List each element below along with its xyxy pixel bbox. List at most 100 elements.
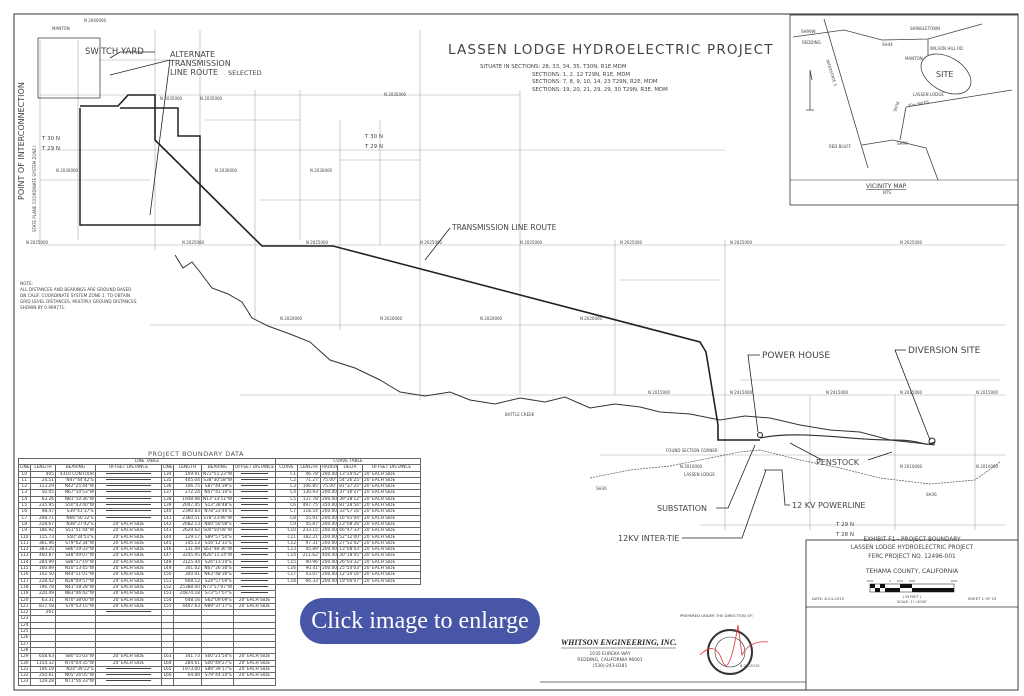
township-label: T 29 N [364,144,383,150]
svg-text:SHINGLETOWN: SHINGLETOWN [910,26,940,31]
curve-cell: 33°57'16" [337,508,363,516]
dash-line [240,535,269,537]
line-cell: 4310 CONTOUR [55,470,96,478]
township-label: T 30 N [364,134,383,140]
curve-cell: 27°52'42" [337,539,363,548]
dash-line [106,611,151,613]
selected-label: SELECTED [228,69,262,77]
line-cell [233,678,276,686]
dash-line [240,491,269,493]
svg-text:ON CALIF. COORDINATE SYSTEM ZO: ON CALIF. COORDINATE SYSTEM ZONE 1. TO O… [20,293,130,298]
line-cell: N07°26'30"E [201,565,234,573]
switch-yard-marker [37,37,101,99]
situate-line: SECTIONS: 19, 20, 21, 29, 29, 30 T29N, R… [532,87,668,93]
curve-cell: 52°12'00" [337,533,363,541]
svg-text:N 2025000: N 2025000 [520,240,543,245]
curve-cell: 200.00' [320,577,338,585]
curve-cell: 66°47'33" [337,527,363,535]
svg-text:N 2015000: N 2015000 [976,390,999,395]
line-cell: 20' EACH SIDE [233,665,276,674]
curve-cell: 20' EACH SIDE [361,495,422,504]
curve-cell: 200.00' [320,558,338,567]
svg-text:SHEET 1 OF 23: SHEET 1 OF 23 [968,596,997,601]
table-row: L24 [18,621,276,630]
svg-text:SH99: SH99 [897,141,908,146]
project-title: LASSEN LODGE HYDROELECTRIC PROJECT [448,42,774,58]
curve-cell: 200.00' [320,470,338,478]
dash-line [240,529,269,531]
power-house-marker [757,432,763,438]
line-cell: S13°38'48"E [201,502,234,510]
line-cell: N73°57'07"W [201,583,234,592]
curve-cell: 20' EACH SIDE [361,520,422,529]
svg-text:SH99W: SH99W [801,29,816,34]
dash-line [106,472,151,474]
scale-bar [869,583,955,593]
dash-line [240,573,269,575]
line-cell: S26°11'24"E [201,558,234,567]
svg-text:(530)-243-8181: (530)-243-8181 [593,663,628,669]
line-cell: N78°23'46"E [201,508,234,516]
signature [699,624,769,666]
line-cell [233,583,276,592]
svg-text:WILSON HILL RD: WILSON HILL RD [930,46,963,51]
svg-text:N 2025000: N 2025000 [306,240,329,245]
table-row: L23 [18,615,276,623]
line-cell: N47°41'10"E [201,489,234,497]
dash-line [240,585,269,587]
line-cell: S89°39'17"E [201,665,234,674]
curve-cell: 20' EACH SIDE [361,565,422,573]
township-label: T 29 N [41,146,60,152]
line-header: OFFSET DISTANCE [233,464,276,472]
svg-text:30± MILES: 30± MILES [907,99,930,108]
svg-text:N 2015000: N 2015000 [900,390,923,395]
alternate-route-label: ALTERNATE [170,50,215,59]
line-header: LINE [161,464,174,472]
north-arrow-icon [806,69,814,111]
curve-cell: 81°28'56" [337,502,363,510]
dash-line [240,516,269,518]
svg-text:N 2020000: N 2020000 [380,316,403,321]
curve-cell: 20' EACH SIDE [361,546,422,554]
line-cell: 20' EACH SIDE [233,659,276,667]
curve-cell: 20' EACH SIDE [361,539,422,548]
line-cell: N26°11'24"W [201,552,234,560]
curve-cell: 200.00' [320,565,338,573]
curve-cell: 81°37'25" [337,483,363,491]
dash-line [240,541,269,543]
svg-text:EXHIBIT F1 - PROJECT BOUNDARY: EXHIBIT F1 - PROJECT BOUNDARY [863,537,960,543]
situate-line: SECTIONS: 1, 2, 12 T29N, R1E, MDM [532,72,630,78]
dash-line [106,491,151,493]
svg-text:ALL DISTANCES AND BEARINGS ARE: ALL DISTANCES AND BEARINGS ARE GROUND BA… [20,287,131,292]
line-cell: S63°48'36"W [201,546,234,554]
switch-yard-label: SWITCH YARD [85,47,144,57]
svg-text:N 2020000: N 2020000 [580,316,603,321]
vicinity-sh99-road [861,139,939,181]
dash-line [106,667,151,669]
curve-header: LENGTH [297,464,321,472]
svg-text:0: 0 [889,579,891,583]
situate-line: SECTIONS: 7, 8, 9, 10, 14, 23 T29N, R2E,… [532,79,658,85]
click-to-enlarge-button[interactable]: Click image to enlarge [300,598,540,644]
line-cell: S62°09'09"E [201,596,234,604]
dash-line [106,485,151,487]
svg-text:1000: 1000 [897,579,904,583]
curve-header: OFFSET DISTANCE [361,464,422,472]
